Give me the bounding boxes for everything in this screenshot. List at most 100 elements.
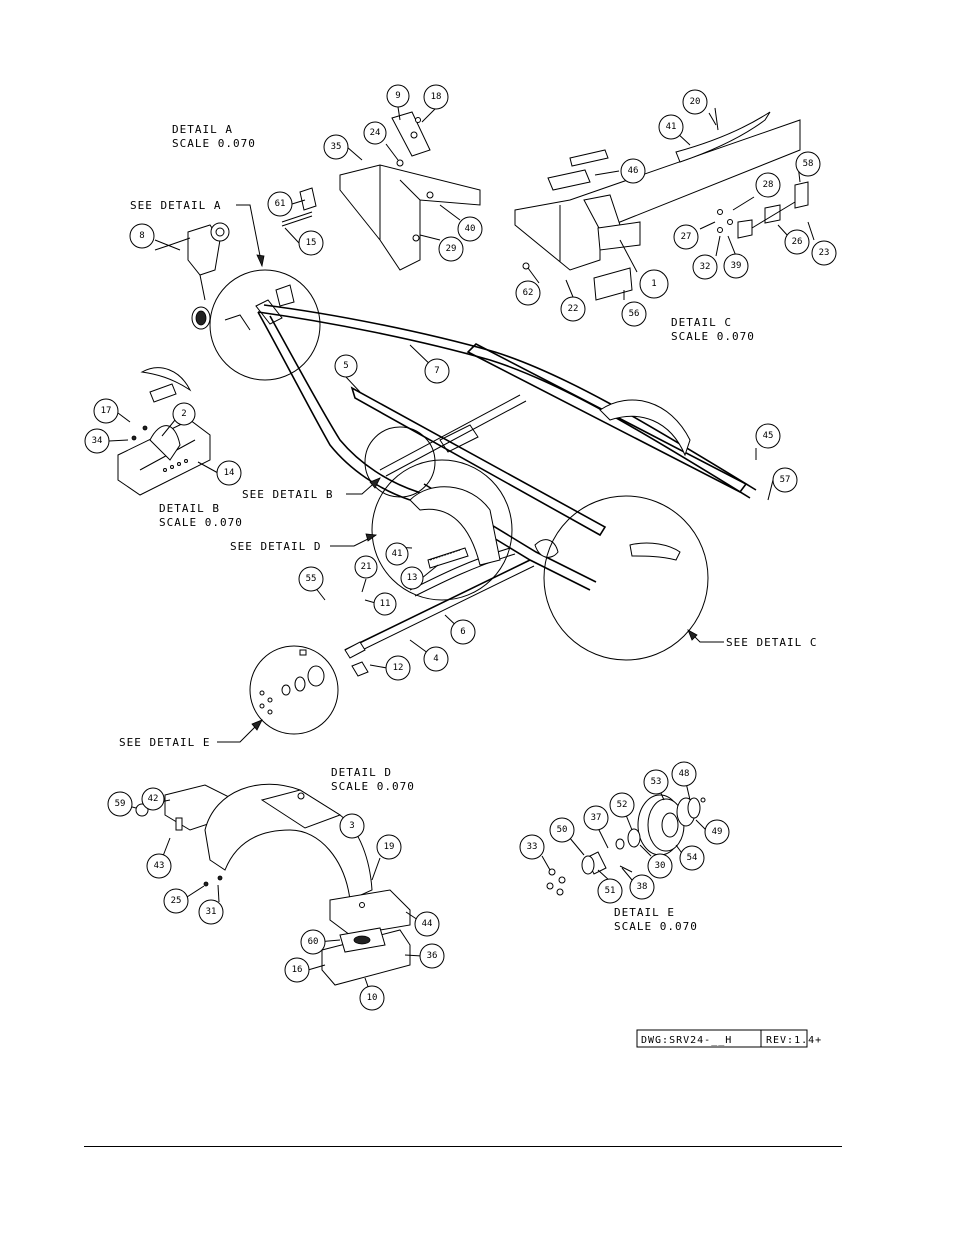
balloon-55: 55 [298, 566, 324, 592]
detail-c-circle [543, 495, 709, 661]
svg-text:61: 61 [275, 199, 286, 209]
detail-b-title: DETAIL B [159, 502, 220, 515]
svg-text:56: 56 [629, 309, 640, 319]
detail-d-circle [371, 459, 513, 601]
detail-e-title: DETAIL E [614, 906, 675, 919]
title-block: DWG:SRV24-__H REV:1.4+ [636, 1029, 822, 1048]
balloon-40: 40 [457, 216, 483, 242]
reference-labels: SEE DETAIL A SEE DETAIL B SEE DETAIL D S… [119, 199, 817, 749]
svg-text:46: 46 [628, 166, 639, 176]
svg-text:37: 37 [591, 813, 602, 823]
svg-text:5: 5 [343, 361, 348, 371]
balloon-10: 10 [359, 985, 385, 1011]
see-detail-a: SEE DETAIL A [130, 199, 221, 212]
svg-text:32: 32 [700, 262, 711, 272]
see-detail-c: SEE DETAIL C [726, 636, 817, 649]
svg-text:33: 33 [527, 842, 538, 852]
svg-text:18: 18 [431, 92, 442, 102]
svg-text:31: 31 [206, 907, 217, 917]
balloon-36: 36 [419, 943, 445, 969]
svg-text:25: 25 [171, 896, 182, 906]
balloon-45: 45 [755, 423, 781, 449]
revision: REV:1.4+ [766, 1035, 822, 1046]
balloon-31: 31 [198, 899, 224, 925]
see-detail-e: SEE DETAIL E [119, 736, 210, 749]
svg-text:17: 17 [101, 406, 112, 416]
detail-c-scale: SCALE 0.070 [671, 330, 755, 343]
balloon-20: 20 [682, 89, 708, 115]
svg-text:2: 2 [181, 409, 186, 419]
detail-e-circle [249, 645, 339, 735]
balloon-52: 52 [609, 792, 635, 818]
balloon-34: 34 [84, 428, 110, 454]
reference-leaders [217, 204, 724, 743]
svg-text:11: 11 [380, 599, 391, 609]
detail-a-parts [154, 111, 481, 331]
detail-b-circle [364, 426, 436, 498]
balloon-1: 1 [639, 269, 669, 299]
see-detail-d: SEE DETAIL D [230, 540, 321, 553]
svg-text:57: 57 [780, 475, 791, 485]
balloon-46: 46 [620, 158, 646, 184]
svg-text:20: 20 [690, 97, 701, 107]
balloon-53: 53 [643, 769, 669, 795]
svg-text:60: 60 [308, 937, 319, 947]
balloon-5: 5 [334, 354, 358, 378]
balloon-26: 26 [784, 229, 810, 255]
balloon-24: 24 [363, 121, 387, 145]
balloon-9: 9 [386, 84, 410, 108]
balloon-22: 22 [560, 296, 586, 322]
svg-text:42: 42 [148, 794, 159, 804]
balloon-39: 39 [723, 253, 749, 279]
balloon-6: 6 [450, 619, 476, 645]
svg-text:7: 7 [434, 366, 439, 376]
detail-e-scale: SCALE 0.070 [614, 920, 698, 933]
balloon-35: 35 [323, 134, 349, 160]
svg-text:19: 19 [384, 842, 395, 852]
balloon-25: 25 [163, 888, 189, 914]
balloon-56: 56 [621, 301, 647, 327]
svg-text:27: 27 [681, 232, 692, 242]
detail-labels: DETAIL A SCALE 0.070 DETAIL B SCALE 0.07… [159, 123, 755, 933]
svg-text:35: 35 [331, 142, 342, 152]
balloon-13: 13 [400, 566, 424, 590]
svg-text:3: 3 [349, 821, 354, 831]
svg-text:29: 29 [446, 244, 457, 254]
svg-text:45: 45 [763, 431, 774, 441]
svg-text:49: 49 [712, 827, 723, 837]
balloon-43: 43 [146, 853, 172, 879]
balloon-41-d: 41 [385, 542, 409, 566]
svg-text:36: 36 [427, 951, 438, 961]
detail-c-parts [514, 107, 809, 301]
balloon-41-c: 41 [658, 114, 684, 140]
see-detail-b: SEE DETAIL B [242, 488, 333, 501]
balloon-54: 54 [679, 845, 705, 871]
balloon-15: 15 [298, 230, 324, 256]
balloon-29: 29 [438, 236, 464, 262]
balloon-30: 30 [647, 853, 673, 879]
svg-text:43: 43 [154, 861, 165, 871]
svg-text:4: 4 [433, 654, 438, 664]
svg-text:24: 24 [370, 128, 381, 138]
balloon-28: 28 [755, 172, 781, 198]
balloon-8: 8 [129, 223, 155, 249]
detail-d-scale: SCALE 0.070 [331, 780, 415, 793]
detail-e-circle-parts [259, 641, 369, 715]
svg-text:23: 23 [819, 248, 830, 258]
svg-text:40: 40 [465, 224, 476, 234]
detail-a-circle [209, 269, 321, 381]
svg-text:10: 10 [367, 993, 378, 1003]
svg-text:21: 21 [361, 562, 372, 572]
detail-a-scale: SCALE 0.070 [172, 137, 256, 150]
balloon-38: 38 [629, 874, 655, 900]
svg-text:15: 15 [306, 238, 317, 248]
balloon-51: 51 [597, 878, 623, 904]
balloon-60: 60 [300, 929, 326, 955]
balloon-42: 42 [141, 787, 165, 811]
balloon-21: 21 [354, 555, 378, 579]
balloon-14: 14 [216, 460, 242, 486]
balloon-49: 49 [704, 819, 730, 845]
part-number-balloons: 1 2 3 4 5 6 7 8 9 10 11 12 13 14 15 16 1… [84, 84, 837, 1011]
svg-text:50: 50 [557, 825, 568, 835]
